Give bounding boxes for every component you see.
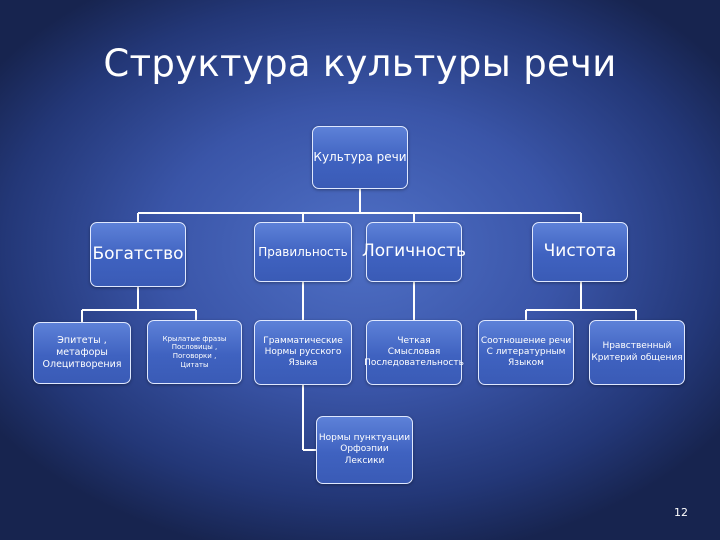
category-label: Богатство	[92, 243, 184, 264]
category-label: Логичность	[362, 241, 466, 262]
detail-line: Соотношение речи	[480, 335, 572, 346]
category-label: Правильность	[258, 244, 348, 259]
detail-line: Нормы пунктуации	[318, 433, 411, 444]
detail-line: Орфоэпии	[340, 444, 389, 455]
detail-line: Грамматические	[263, 335, 343, 346]
detail-grammaticheskie: Грамматические Нормы русского Языка	[254, 320, 352, 385]
detail-line: Олецитворения	[42, 358, 122, 370]
page-number: 12	[674, 506, 688, 519]
root-node: Культура речи	[312, 126, 408, 189]
detail-line: Цитаты	[180, 360, 209, 369]
detail-line: Последовательность	[364, 358, 464, 369]
category-bogatstvo: Богатство	[90, 222, 186, 287]
detail-line: Нравственный	[602, 341, 672, 352]
detail-chetkaya: Четкая Смысловая Последовательность	[364, 320, 464, 385]
detail-line: Поговорки ,	[172, 352, 217, 360]
detail-line: Лексики	[344, 455, 385, 466]
category-chistota: Чистота	[532, 222, 628, 282]
detail-sootnoshenie: Соотношение речи С литературным Языком	[478, 320, 574, 385]
category-logichnost: Логичность	[362, 222, 466, 282]
detail-line: С литературным	[486, 346, 566, 357]
detail-epitety: Эпитеты , метафоры Олецитворения	[33, 322, 131, 384]
detail-line: Смысловая	[387, 346, 441, 357]
detail-line: Языком	[508, 358, 544, 369]
detail-line: Пословицы ,	[171, 343, 218, 352]
detail-line: Критерий общения	[591, 352, 683, 363]
detail-line: Четкая	[397, 335, 431, 346]
detail-line: Эпитеты , метафоры	[56, 335, 108, 359]
detail-line: Крылатые фразы	[162, 334, 227, 343]
detail-line: Нормы русского	[264, 346, 342, 357]
category-label: Чистота	[543, 241, 617, 262]
detail-line: Языка	[288, 358, 318, 369]
detail-krylatye-frazy: Крылатые фразы Пословицы , Поговорки , Ц…	[147, 320, 242, 384]
slide-title: Структура культуры речи	[103, 42, 617, 85]
category-pravilnost: Правильность	[254, 222, 352, 282]
root-node-label: Культура речи	[313, 150, 407, 164]
detail-nravstvenny: Нравственный Критерий общения	[589, 320, 685, 385]
detail-normy-punktuatsii: Нормы пунктуации Орфоэпии Лексики	[316, 416, 413, 484]
